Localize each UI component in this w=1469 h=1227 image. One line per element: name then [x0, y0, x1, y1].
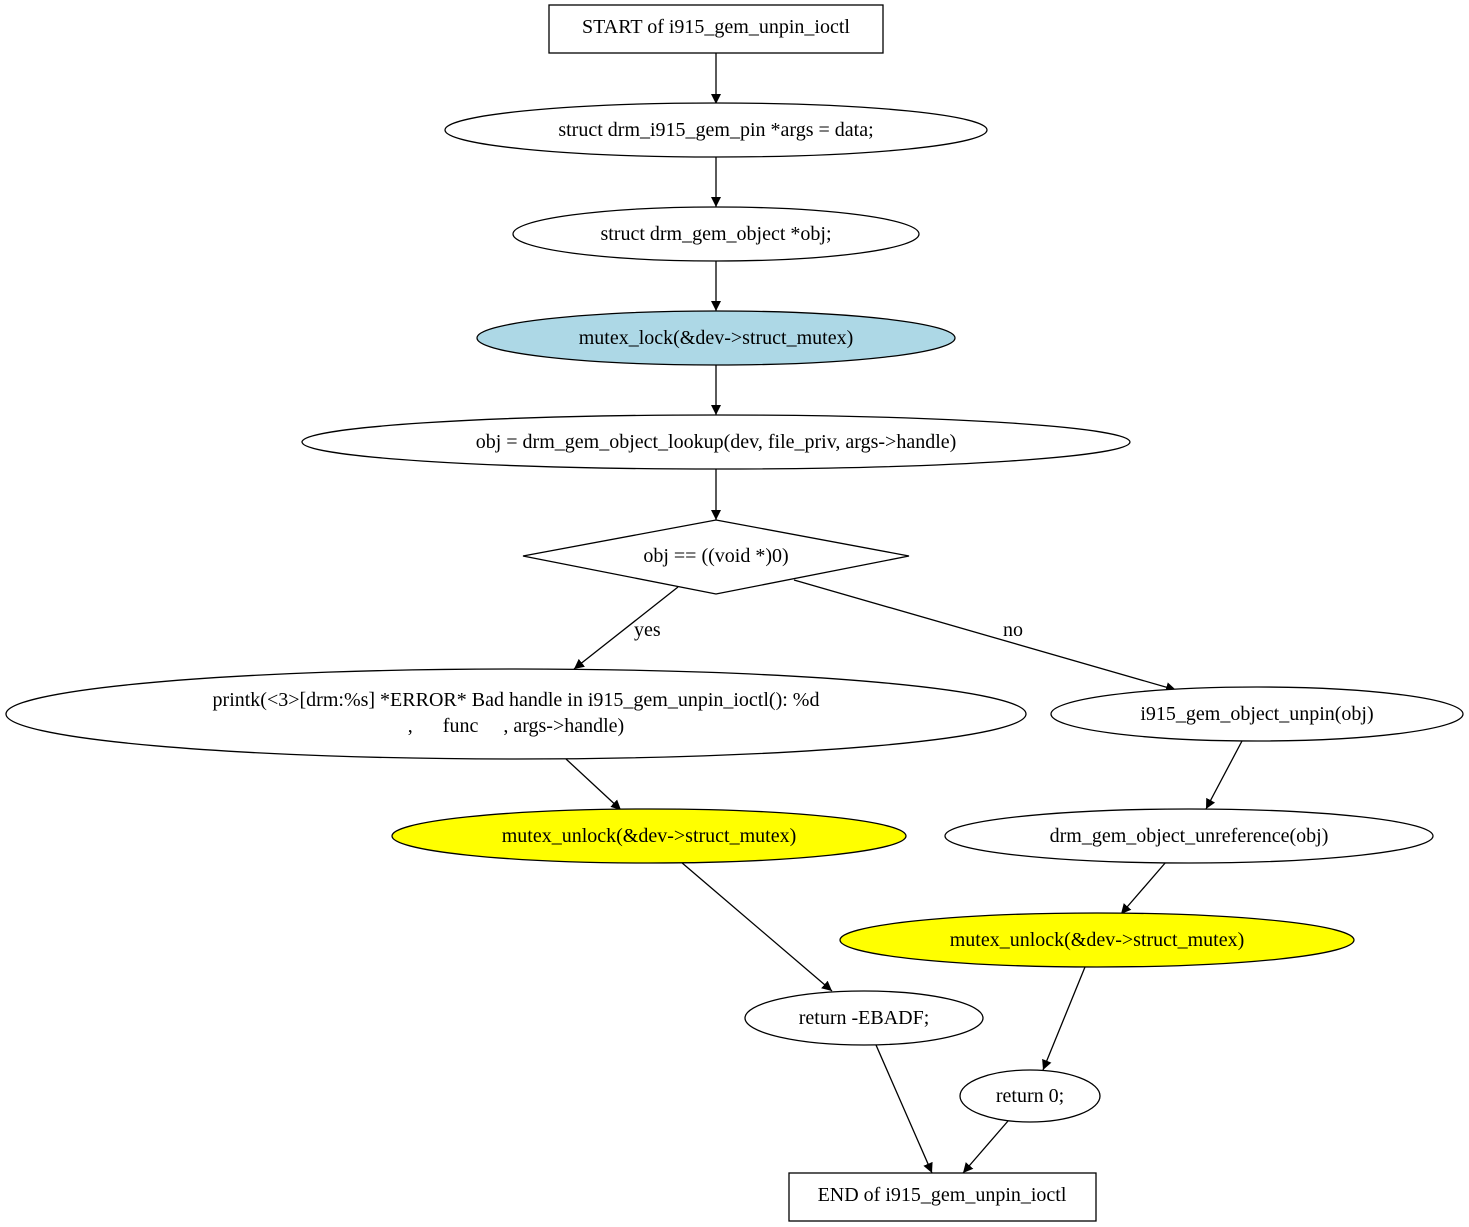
edge-label-no: no [1003, 619, 1023, 641]
node-printk: printk(<3>[drm:%s] *ERROR* Bad handle in… [5, 668, 1027, 760]
node-mutex-lock: mutex_lock(&dev->struct_mutex) [476, 310, 956, 366]
node-unlock-right-label: mutex_unlock(&dev->struct_mutex) [950, 929, 1245, 951]
node-unpin-label: i915_gem_object_unpin(obj) [1140, 703, 1373, 725]
node-printk-label-line2: , func , args->handle) [408, 715, 624, 737]
node-obj-decl-label: struct drm_gem_object *obj; [600, 223, 831, 245]
node-unlock-left-label: mutex_unlock(&dev->struct_mutex) [502, 825, 797, 847]
edge-unpin-unref [1205, 740, 1243, 810]
node-lookup: obj = drm_gem_object_lookup(dev, file_pr… [301, 414, 1131, 470]
edge-unref-unlockright [1120, 861, 1167, 915]
node-return-zero: return 0; [959, 1069, 1101, 1123]
node-obj-decl: struct drm_gem_object *obj; [512, 206, 920, 262]
node-start: START of i915_gem_unpin_ioctl [548, 4, 884, 54]
node-unpin: i915_gem_object_unpin(obj) [1050, 686, 1464, 742]
edges [565, 53, 1243, 1174]
node-return-ebadf-label: return -EBADF; [799, 1007, 930, 1029]
node-args-decl-label: struct drm_i915_gem_pin *args = data; [558, 119, 873, 141]
node-end: END of i915_gem_unpin_ioctl [788, 1172, 1097, 1222]
node-condition: obj == ((void *)0) [522, 519, 910, 595]
node-return-zero-label: return 0; [996, 1085, 1064, 1107]
node-unlock-left: mutex_unlock(&dev->struct_mutex) [391, 808, 907, 864]
edge-label-yes: yes [634, 619, 661, 641]
edge-unlockleft-ebadf [680, 861, 833, 992]
edge-ret0-end [962, 1120, 1009, 1174]
edge-cond-printk [573, 586, 679, 670]
edge-unlockright-ret0 [1042, 966, 1086, 1071]
node-unlock-right: mutex_unlock(&dev->struct_mutex) [839, 912, 1355, 968]
node-unref-label: drm_gem_object_unreference(obj) [1050, 825, 1329, 847]
node-condition-label: obj == ((void *)0) [643, 545, 788, 567]
node-args-decl: struct drm_i915_gem_pin *args = data; [444, 102, 988, 158]
node-unref: drm_gem_object_unreference(obj) [944, 808, 1434, 864]
node-end-label: END of i915_gem_unpin_ioctl [818, 1184, 1067, 1206]
node-start-label: START of i915_gem_unpin_ioctl [582, 16, 850, 38]
node-return-ebadf: return -EBADF; [744, 990, 984, 1046]
edge-ebadf-end [875, 1044, 933, 1174]
node-lookup-label: obj = drm_gem_object_lookup(dev, file_pr… [476, 431, 957, 453]
node-printk-label-line1: printk(<3>[drm:%s] *ERROR* Bad handle in… [213, 689, 820, 711]
edge-printk-unlockleft [565, 758, 622, 811]
edge-cond-unpin [793, 579, 1177, 693]
node-mutex-lock-label: mutex_lock(&dev->struct_mutex) [579, 327, 854, 349]
